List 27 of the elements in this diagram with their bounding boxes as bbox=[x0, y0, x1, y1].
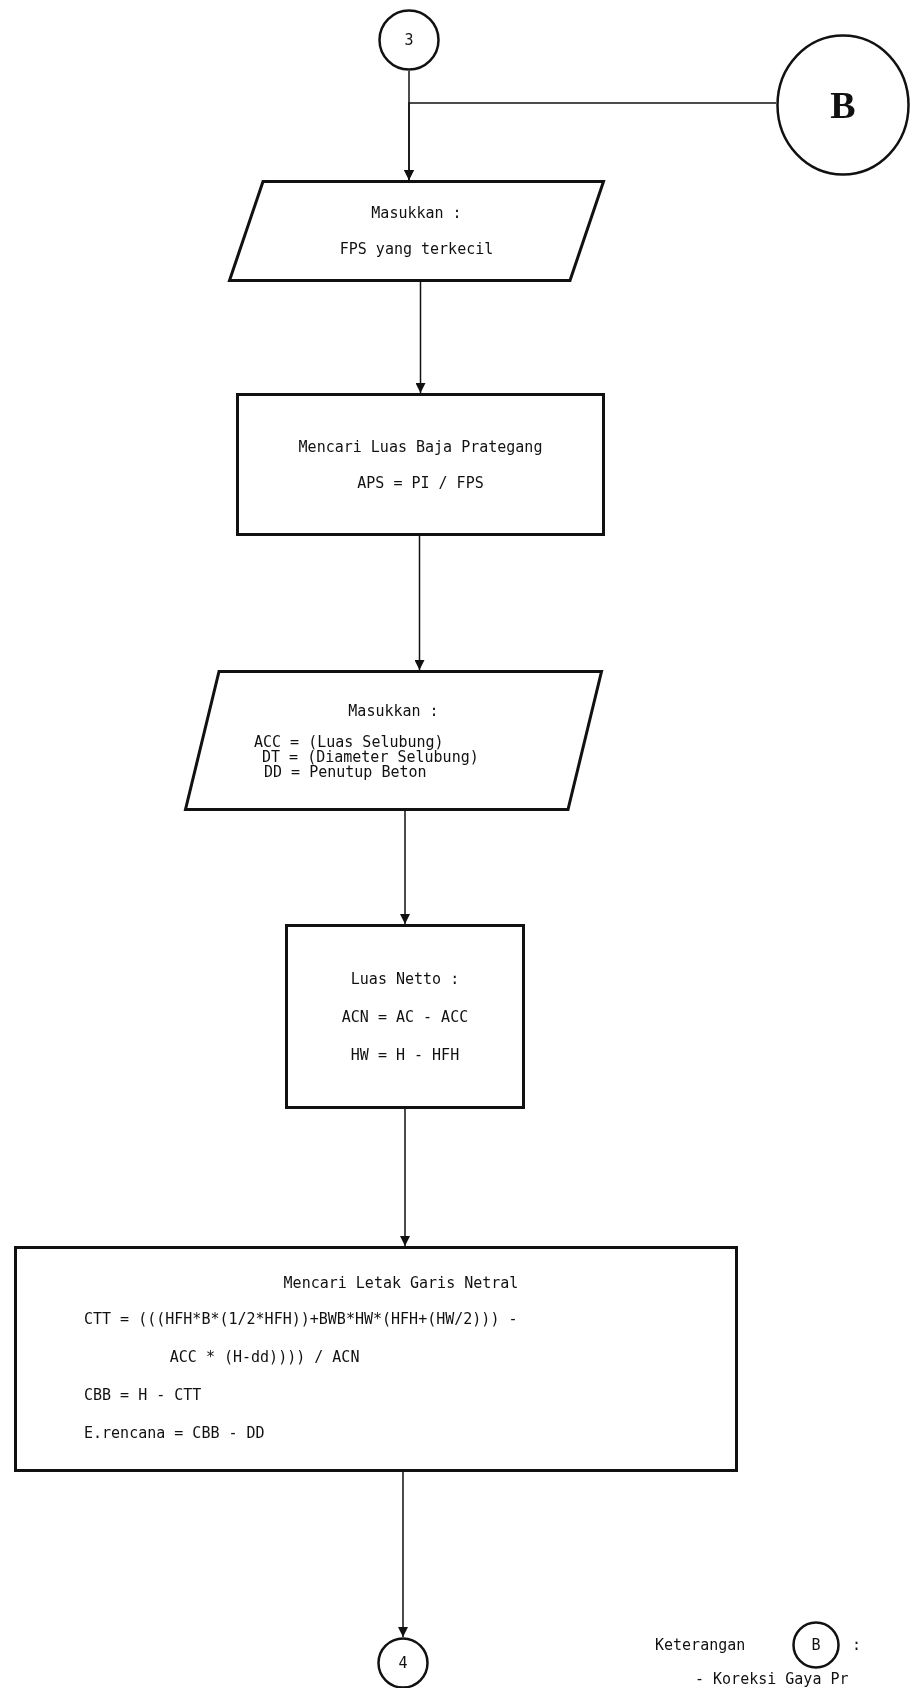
connector-letter: B bbox=[830, 83, 856, 127]
box-heading: Masukkan : bbox=[371, 203, 462, 224]
formula-text: ACN = AC - ACC bbox=[341, 1006, 469, 1028]
note-text: : bbox=[852, 1636, 862, 1654]
arrow bbox=[415, 281, 426, 394]
formula-text: FPS yang terkecil bbox=[339, 239, 494, 260]
connector-number: 3 bbox=[404, 31, 414, 49]
formula-text: DT = (Diameter Selubung) bbox=[262, 750, 479, 765]
arrow bbox=[404, 102, 777, 181]
box-heading: Mencari Luas Baja Prategang bbox=[298, 436, 543, 458]
connector-number: 4 bbox=[398, 1654, 408, 1672]
formula-text: CBB = H - CTT bbox=[84, 1385, 202, 1406]
arrow bbox=[400, 810, 410, 925]
box-heading: Mencari Letak Garis Netral bbox=[283, 1273, 519, 1294]
formula-text: APS = PI / FPS bbox=[357, 472, 484, 494]
box-heading: Masukkan : bbox=[348, 701, 439, 721]
formula-text: ACC = (Luas Selubung) bbox=[254, 735, 444, 750]
formula-text: DD = Penutup Beton bbox=[264, 765, 427, 780]
arrow bbox=[414, 535, 425, 671]
connector-number: B bbox=[811, 1636, 821, 1654]
formula-text: CTT = (((HFH*B*(1/2*HFH))+BWB*HW*(HFH+(HW/2))) - ACC * (H-dd)))) / ACN bbox=[84, 1309, 519, 1368]
arrow bbox=[400, 1108, 410, 1247]
formula-text: HW = H - HFH bbox=[350, 1044, 460, 1066]
box-heading: Luas Netto : bbox=[350, 968, 460, 990]
note-text: Keterangan bbox=[655, 1636, 746, 1654]
formula-text: E.rencana = CBB - DD bbox=[84, 1423, 265, 1444]
arrow bbox=[398, 1471, 408, 1638]
